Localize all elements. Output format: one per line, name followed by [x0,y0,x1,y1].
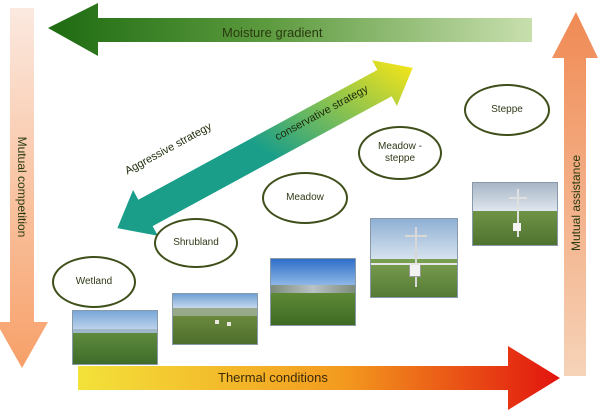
ellipse-label: Wetland [75,276,113,287]
ellipse-shrubland: Shrubland [154,218,238,268]
assistance-label: Mutual assistance [569,154,583,252]
ellipse-label: Shrubland [173,237,219,248]
photo-shrubland [172,293,258,345]
thermal-label: Thermal conditions [218,370,328,385]
photo-wetland [72,310,158,365]
ellipse-meadow-steppe: Meadow -steppe [358,126,442,180]
moisture-label: Moisture gradient [222,25,323,40]
ellipse-label: Steppe [491,104,523,115]
photo-meadow-steppe [370,218,458,298]
photo-steppe [472,182,558,246]
moisture-arrow [48,3,532,56]
thermal-arrow [78,346,560,410]
photo-meadow [270,258,356,326]
assistance-arrow [552,12,598,376]
strategy-arrow [117,60,413,236]
ellipse-meadow: Meadow [262,172,348,224]
competition-label: Mutual competition [15,136,29,238]
competition-arrow [0,8,48,368]
ellipse-wetland: Wetland [52,256,136,308]
ellipse-label: Meadow [286,192,324,203]
ellipse-steppe: Steppe [464,84,550,136]
ellipse-label: Meadow -steppe [378,141,422,164]
